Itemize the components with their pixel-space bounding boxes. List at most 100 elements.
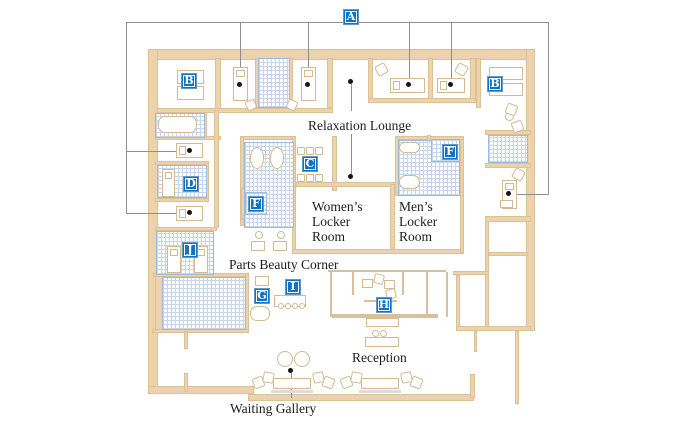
chair-icon bbox=[373, 61, 390, 78]
callout-line bbox=[409, 22, 410, 85]
callout-line bbox=[126, 151, 191, 152]
wall bbox=[292, 249, 464, 254]
table-icon bbox=[285, 303, 291, 309]
chair-icon bbox=[315, 147, 323, 155]
marker-F: F bbox=[442, 144, 458, 160]
wall bbox=[456, 275, 460, 330]
bed-pillow bbox=[179, 146, 186, 155]
chair-icon bbox=[297, 174, 305, 182]
wall bbox=[485, 216, 531, 222]
table-icon bbox=[292, 303, 298, 309]
table-icon bbox=[372, 330, 379, 337]
chair-icon bbox=[315, 174, 323, 182]
bed-pillow bbox=[179, 209, 186, 218]
wall bbox=[332, 314, 438, 318]
tub-icon bbox=[250, 147, 264, 169]
wall bbox=[426, 272, 428, 317]
wall bbox=[446, 272, 448, 317]
wall bbox=[368, 58, 373, 102]
furniture-icon bbox=[251, 241, 265, 251]
bed-pillow bbox=[393, 81, 400, 90]
wall bbox=[155, 227, 217, 231]
wall bbox=[485, 163, 531, 168]
wall bbox=[248, 394, 474, 401]
wall bbox=[489, 252, 528, 256]
callout-line bbox=[126, 22, 127, 213]
callout-line bbox=[351, 84, 352, 111]
chair-icon bbox=[350, 371, 363, 384]
wall bbox=[526, 49, 535, 331]
label-waiting-gallery: Waiting Gallery bbox=[230, 401, 317, 416]
wall bbox=[240, 136, 296, 140]
chair-icon bbox=[297, 147, 305, 155]
table-icon bbox=[255, 231, 263, 239]
bed-pillow bbox=[440, 81, 447, 90]
callout-dot bbox=[187, 148, 192, 153]
chair-icon bbox=[453, 61, 470, 78]
marker-F: F bbox=[248, 196, 264, 212]
marker-J: J bbox=[182, 242, 198, 258]
label-parts-beauty-corner: Parts Beauty Corner bbox=[229, 257, 339, 272]
wall bbox=[184, 331, 188, 349]
callout-dot bbox=[348, 79, 353, 84]
bed-pillow bbox=[170, 249, 178, 256]
round-table-icon bbox=[277, 351, 293, 367]
round-table-icon bbox=[294, 351, 310, 367]
table-icon bbox=[277, 231, 285, 239]
tiled-floor bbox=[488, 135, 528, 163]
marker-B: B bbox=[487, 76, 503, 92]
wall bbox=[352, 272, 354, 295]
tiled-floor bbox=[162, 277, 246, 330]
bathtub-icon bbox=[399, 175, 420, 189]
tiled-floor bbox=[258, 58, 290, 108]
bed-pillow bbox=[505, 183, 514, 190]
sofa-shadow bbox=[359, 390, 401, 393]
callout-dot bbox=[187, 210, 192, 215]
marker-A: A bbox=[343, 9, 359, 25]
furniture-icon bbox=[362, 279, 373, 288]
marker-I: I bbox=[285, 279, 301, 295]
wall bbox=[368, 98, 476, 103]
table-icon bbox=[380, 330, 387, 337]
label-mens-locker-room: Men’s Locker Room bbox=[399, 199, 438, 244]
chair-icon bbox=[409, 375, 424, 390]
sofa-icon bbox=[361, 378, 399, 389]
bed-icon bbox=[167, 246, 181, 273]
wall bbox=[402, 272, 404, 295]
callout-line bbox=[126, 22, 549, 23]
wall bbox=[240, 136, 244, 226]
wall bbox=[157, 108, 333, 113]
wall bbox=[155, 198, 209, 202]
chair-icon bbox=[262, 371, 275, 384]
callout-dot bbox=[406, 82, 411, 87]
callout-line bbox=[451, 22, 452, 85]
label-reception: Reception bbox=[352, 350, 407, 365]
wall bbox=[327, 58, 333, 108]
wall bbox=[476, 58, 481, 108]
marker-D: D bbox=[183, 176, 199, 192]
wall bbox=[148, 386, 254, 394]
marker-H: H bbox=[376, 297, 392, 313]
wall bbox=[456, 326, 531, 331]
callout-line bbox=[510, 194, 549, 195]
wall bbox=[184, 373, 188, 392]
bathtub-icon bbox=[158, 116, 197, 133]
callout-dot bbox=[448, 82, 453, 87]
armchair-icon bbox=[250, 306, 270, 321]
marker-G: G bbox=[254, 288, 270, 304]
chair-icon bbox=[306, 147, 314, 155]
callout-dot bbox=[305, 82, 310, 87]
wall bbox=[485, 130, 531, 135]
callout-dot bbox=[237, 82, 242, 87]
table-icon bbox=[278, 303, 284, 309]
reception-desk-icon bbox=[365, 337, 399, 347]
chair-icon bbox=[306, 174, 314, 182]
marker-C: C bbox=[302, 156, 318, 172]
wall bbox=[296, 182, 396, 187]
bed-pillow bbox=[304, 70, 313, 77]
tub-icon bbox=[270, 147, 284, 169]
furniture-icon bbox=[273, 241, 287, 251]
bed-pillow bbox=[165, 172, 172, 179]
wall bbox=[328, 270, 446, 272]
